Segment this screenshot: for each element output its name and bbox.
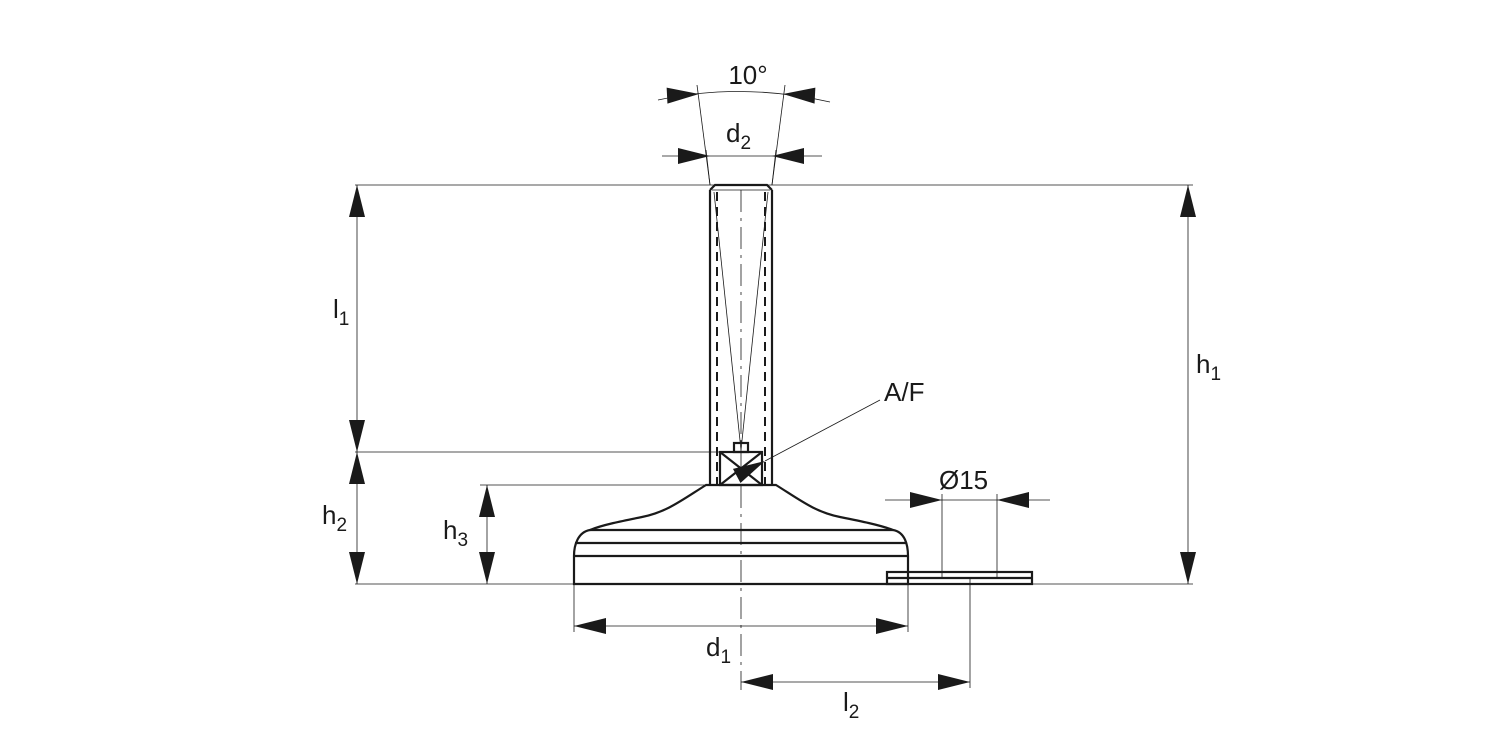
arrowhead xyxy=(666,87,699,104)
arrowhead xyxy=(678,148,710,164)
h2-label: h2 xyxy=(322,500,347,536)
arrowhead xyxy=(938,674,970,690)
mounting-tab xyxy=(885,570,1034,586)
diameter-label: Ø15 xyxy=(939,465,988,495)
h1-label: h1 xyxy=(1196,349,1221,385)
arrowhead xyxy=(349,452,365,484)
extension-lines xyxy=(355,84,1193,688)
arrowhead xyxy=(783,87,816,104)
arrowhead xyxy=(349,420,365,452)
af-label: A/F xyxy=(884,377,924,407)
arrowhead xyxy=(479,552,495,584)
arrowhead xyxy=(876,618,908,634)
angle-label: 10° xyxy=(728,60,767,90)
h3-label: h3 xyxy=(443,515,468,551)
dimension-lines xyxy=(356,91,1189,683)
l1-label: l1 xyxy=(333,294,349,330)
arrowhead xyxy=(1180,185,1196,217)
arrowhead xyxy=(1180,552,1196,584)
arrowhead xyxy=(772,148,804,164)
arrowhead xyxy=(574,618,606,634)
threaded-stem xyxy=(708,183,774,485)
d1-label: d1 xyxy=(706,632,731,668)
arrowhead xyxy=(479,485,495,517)
dimension-arrows xyxy=(349,87,1196,690)
arrowhead xyxy=(997,492,1029,508)
arrowhead xyxy=(349,185,365,217)
arrowhead xyxy=(741,674,773,690)
l2-label: l2 xyxy=(843,687,859,723)
arrowhead xyxy=(349,552,365,584)
arrowhead xyxy=(732,461,765,484)
d2-label: d2 xyxy=(726,118,751,154)
arrowhead xyxy=(910,492,942,508)
